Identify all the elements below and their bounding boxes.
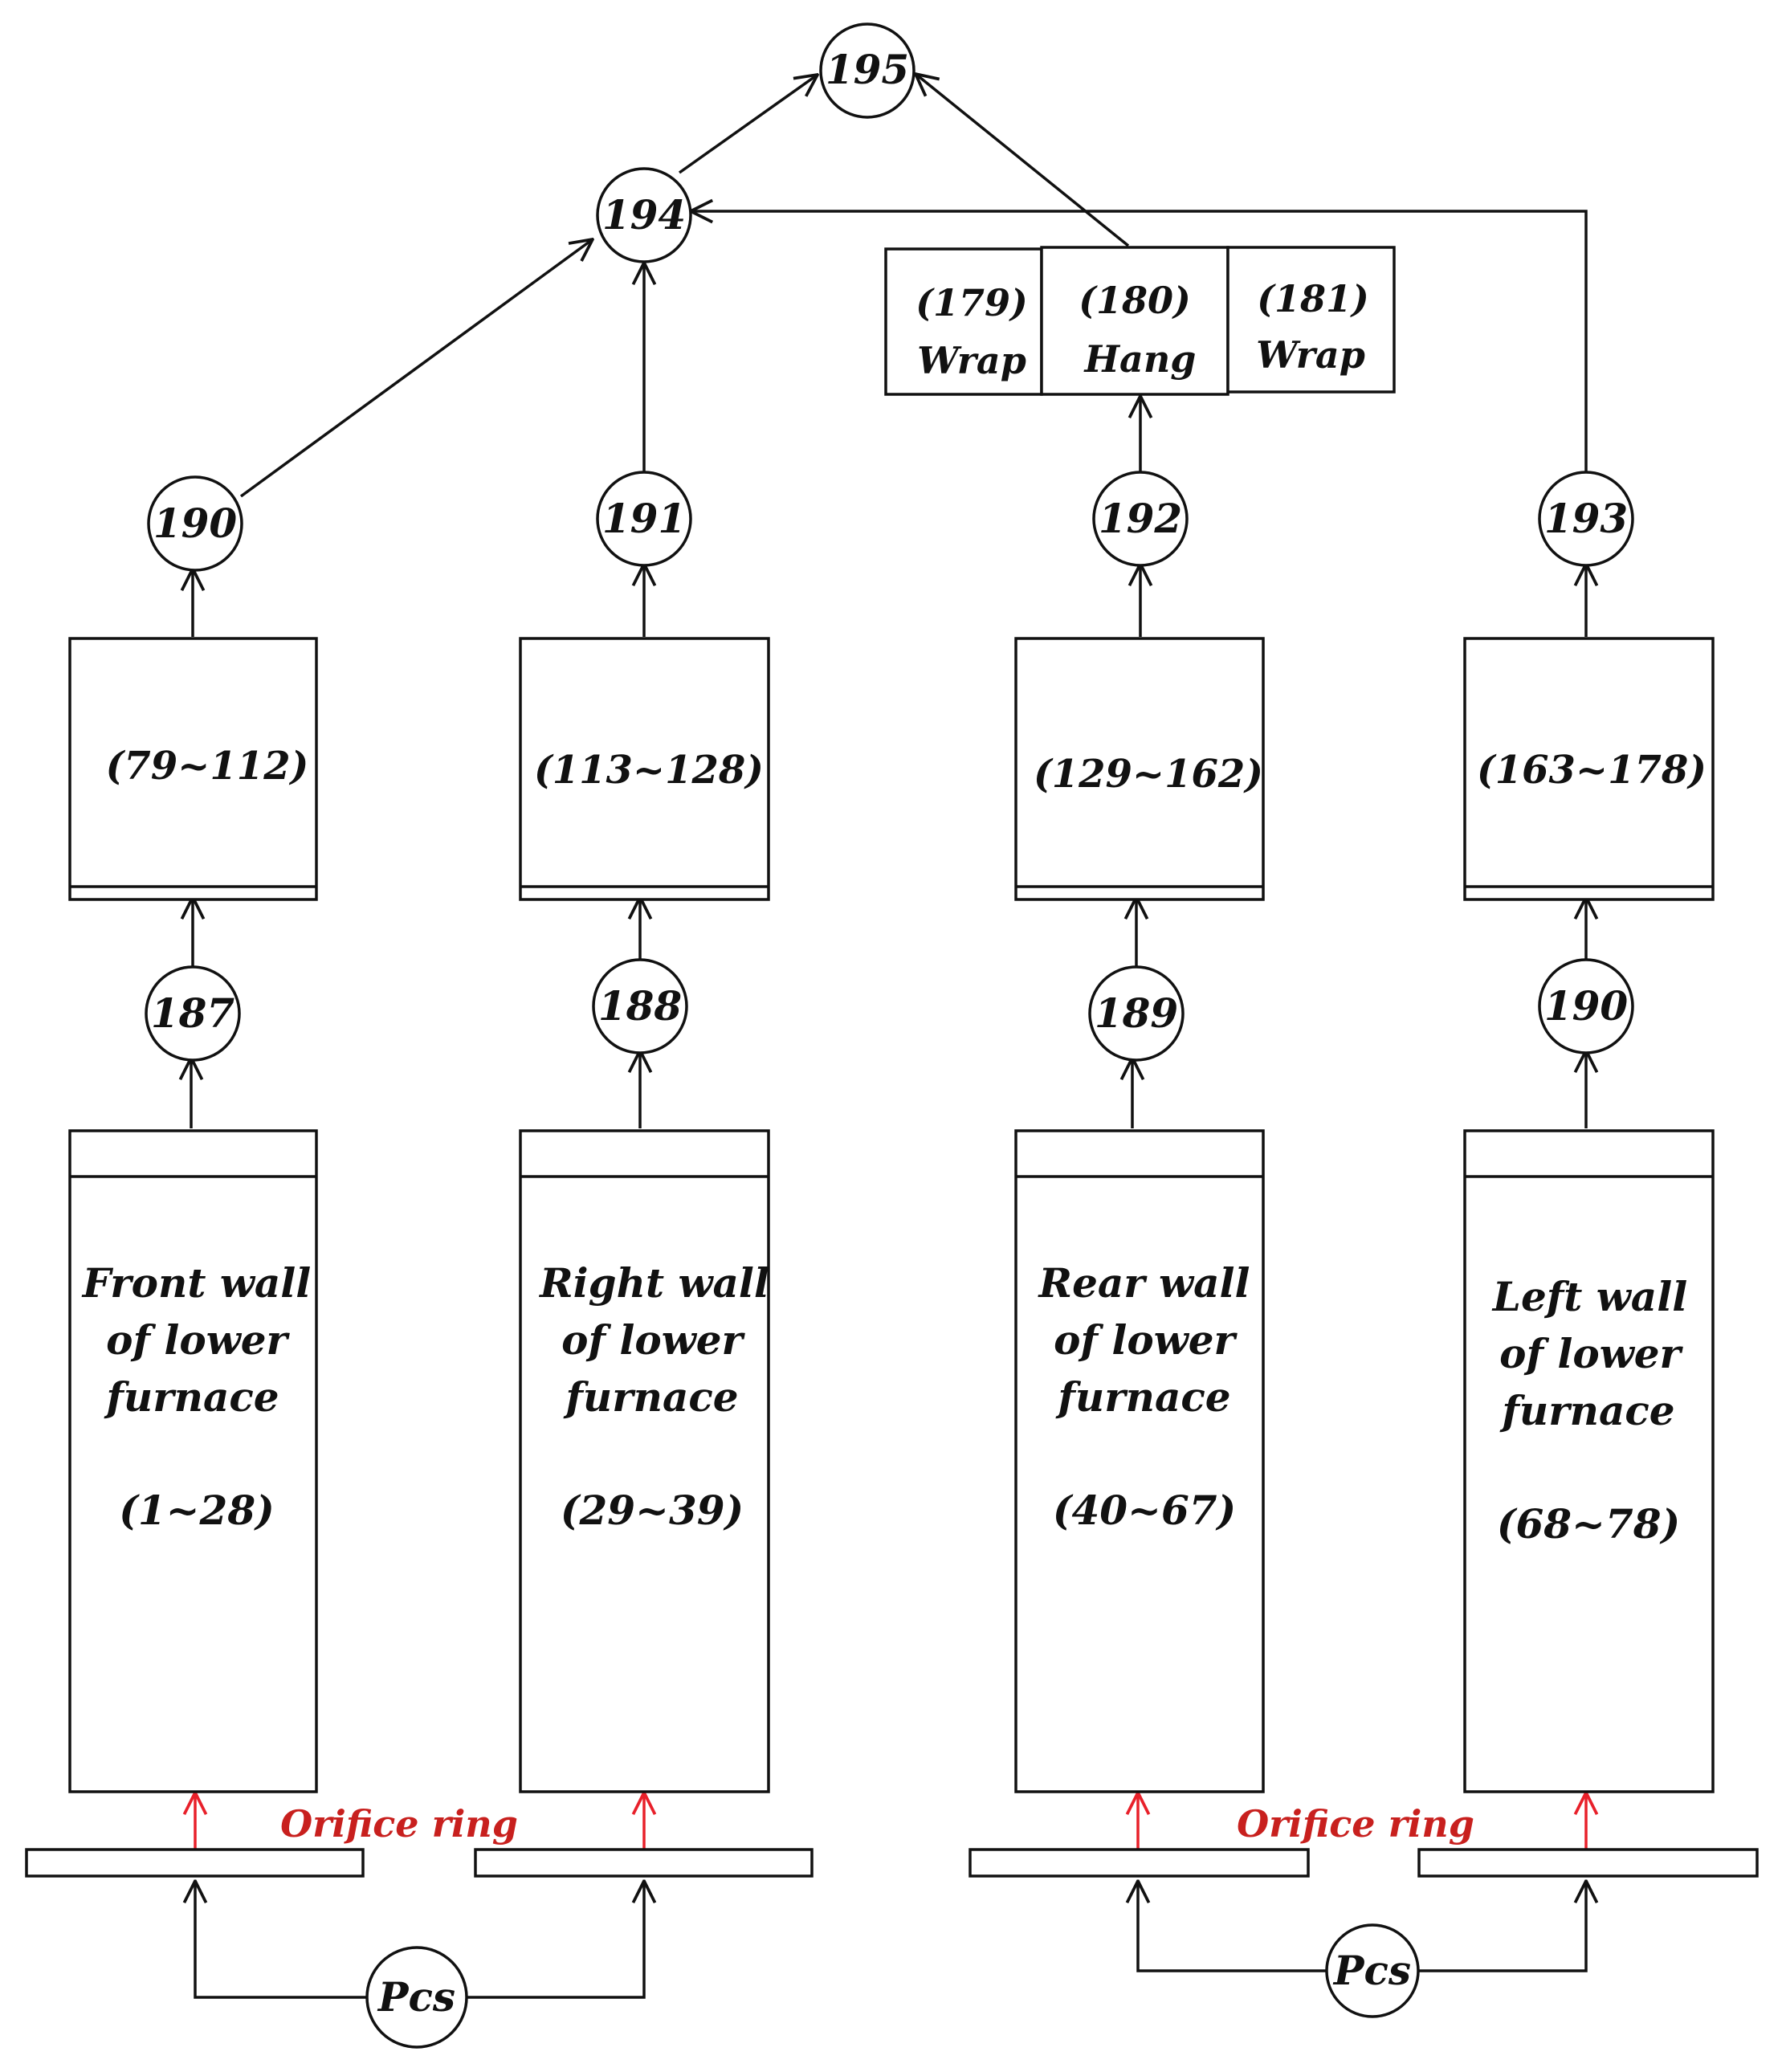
orifice-plate-4: [1417, 1848, 1759, 1878]
lower-wall-front-line1: Front wall: [81, 1259, 312, 1307]
orifice-plate-3: [968, 1848, 1310, 1878]
orifice-plate-1: [25, 1848, 365, 1878]
node-190-top: 190: [147, 475, 243, 572]
top-box-179-type: Wrap: [917, 339, 1026, 382]
190-to-194: [239, 239, 593, 498]
pcs-right-label: Pcs: [1332, 1947, 1411, 1994]
node-195: 195: [819, 22, 915, 119]
pcs-left-label: Pcs: [377, 1973, 455, 2021]
lower-wall-rear-line2: of lower: [1054, 1316, 1238, 1364]
pcs-left: Pcs: [365, 1946, 468, 2049]
top-box-181-range: (181): [1257, 277, 1369, 320]
node-189: 189: [1088, 965, 1185, 1062]
lower-wall-rear-line1: Rear wall: [1038, 1259, 1250, 1307]
lower-wall-left: Left wall of lower furnace (68~78): [1463, 1129, 1715, 1793]
upper-box-rear-range: (129~162): [1034, 752, 1263, 797]
node-187-label: 187: [151, 989, 235, 1037]
node-194: 194: [596, 167, 692, 263]
upper-box-rear: (129~162): [1014, 637, 1265, 901]
lower-wall-right-line2: of lower: [561, 1316, 745, 1364]
node-194-label: 194: [602, 191, 686, 239]
lower-wall-front-line2: of lower: [106, 1316, 290, 1364]
lower-wall-right-range: (29~39): [561, 1487, 744, 1534]
node-188: 188: [592, 958, 688, 1054]
lower-wall-rear-range: (40~67): [1053, 1487, 1236, 1534]
lower-wall-left-line1: Left wall: [1491, 1273, 1687, 1320]
lower-wall-right-line1: Right wall: [538, 1259, 769, 1307]
node-193-label: 193: [1544, 495, 1628, 542]
upper-box-right-range: (113~128): [534, 748, 764, 793]
top-box-180-type: Hang: [1083, 337, 1197, 381]
node-190-bottom-label: 190: [1544, 982, 1629, 1030]
top-box-180-range: (180): [1079, 279, 1191, 322]
upper-box-left: (163~178): [1463, 637, 1715, 901]
lower-wall-front-line3: furnace: [104, 1373, 279, 1421]
pcs-left-to-front: [195, 1881, 367, 1999]
node-195-label: 195: [826, 46, 909, 93]
lower-wall-left-range: (68~78): [1497, 1500, 1680, 1548]
node-193: 193: [1538, 471, 1634, 567]
orifice-plate-2: [474, 1848, 814, 1878]
lower-wall-front: Front wall of lower furnace (1~28): [68, 1129, 318, 1793]
upper-box-right: (113~128): [519, 637, 770, 901]
top-box-group: (179) Wrap (180) Hang (181) Wrap: [884, 246, 1396, 396]
node-187: 187: [145, 965, 241, 1062]
lower-wall-left-line3: furnace: [1499, 1387, 1674, 1434]
lower-wall-rear-line3: furnace: [1055, 1373, 1230, 1421]
node-190-top-label: 190: [153, 500, 238, 547]
pcs-right-to-rear: [1138, 1881, 1327, 1972]
upper-box-front-range: (79~112): [106, 744, 309, 789]
hang-to-195: [915, 74, 1130, 247]
pcs-right: Pcs: [1325, 1923, 1420, 2018]
node-192: 192: [1092, 471, 1189, 567]
node-192-label: 192: [1099, 495, 1182, 542]
top-box-181-type: Wrap: [1256, 333, 1365, 377]
top-box-wrap-181: [1226, 246, 1396, 394]
lower-wall-rear: Rear wall of lower furnace (40~67): [1014, 1129, 1265, 1793]
upper-box-left-range: (163~178): [1477, 748, 1707, 793]
connectors: [191, 74, 1588, 1999]
194-to-195: [678, 75, 818, 174]
top-box-hang-180: [1040, 246, 1229, 396]
lower-wall-left-line2: of lower: [1499, 1330, 1683, 1377]
node-189-label: 189: [1095, 989, 1178, 1037]
top-box-179-range: (179): [915, 281, 1028, 324]
top-box-wrap-179: [884, 247, 1043, 396]
node-191-label: 191: [602, 495, 686, 542]
193-to-194: [691, 211, 1588, 475]
lower-wall-front-range: (1~28): [119, 1487, 275, 1534]
pcs-left-to-right: [467, 1881, 644, 1999]
node-188-label: 188: [598, 982, 682, 1030]
node-191: 191: [596, 471, 692, 567]
pcs-right-to-left: [1418, 1881, 1586, 1972]
lower-wall-right-line3: furnace: [563, 1373, 738, 1421]
orifice-ring-label-left: Orifice ring: [280, 1802, 518, 1846]
orifice-ring-label-right: Orifice ring: [1237, 1802, 1474, 1846]
node-190-bottom: 190: [1538, 958, 1634, 1054]
lower-wall-right: Right wall of lower furnace (29~39): [519, 1129, 770, 1793]
upper-box-front: (79~112): [68, 637, 318, 901]
orifice-plates: Orifice ring Orifice ring: [25, 1802, 1759, 1878]
